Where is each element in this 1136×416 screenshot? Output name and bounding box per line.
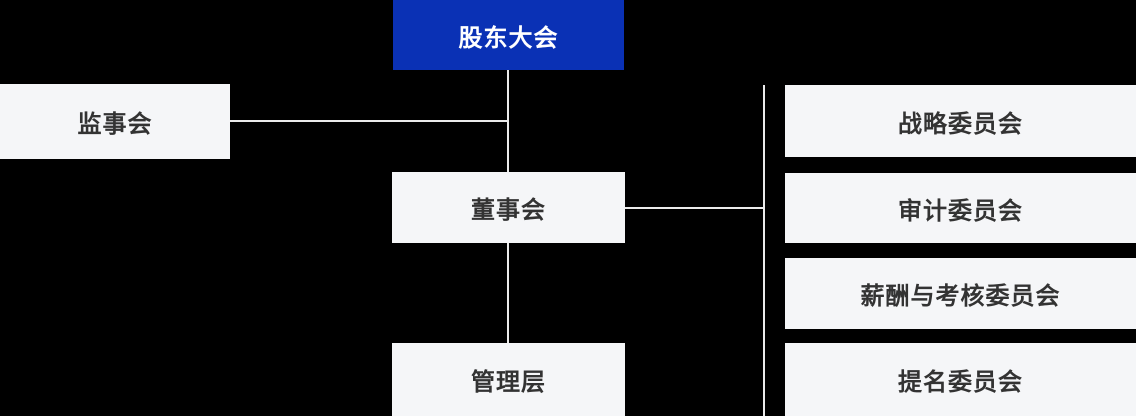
node-strategy-committee-label: 战略委员会 bbox=[898, 110, 1023, 138]
node-management-label: 管理层 bbox=[471, 369, 546, 396]
node-supervisory-board: 监事会 bbox=[0, 84, 230, 159]
node-nomination-committee: 提名委员会 bbox=[785, 343, 1136, 416]
node-strategy-committee: 战略委员会 bbox=[785, 85, 1136, 157]
node-audit-committee-label: 审计委员会 bbox=[898, 197, 1023, 225]
connector-committees-trunk bbox=[763, 85, 765, 416]
connector-board-management bbox=[507, 243, 509, 343]
node-shareholders-meeting-label: 股东大会 bbox=[458, 24, 559, 52]
node-management: 管理层 bbox=[392, 343, 625, 416]
node-shareholders-meeting: 股东大会 bbox=[393, 0, 624, 70]
node-nomination-committee-label: 提名委员会 bbox=[898, 369, 1023, 396]
node-audit-committee: 审计委员会 bbox=[785, 173, 1136, 243]
node-board-of-directors-label: 董事会 bbox=[471, 197, 546, 224]
node-supervisory-board-label: 监事会 bbox=[77, 111, 153, 138]
connector-board-committees bbox=[625, 207, 765, 209]
node-remuneration-appraisal-committee: 薪酬与考核委员会 bbox=[785, 258, 1136, 329]
node-remuneration-appraisal-committee-label: 薪酬与考核委员会 bbox=[860, 283, 1061, 310]
connector-supervisory-link bbox=[230, 120, 509, 122]
node-board-of-directors: 董事会 bbox=[392, 172, 625, 243]
